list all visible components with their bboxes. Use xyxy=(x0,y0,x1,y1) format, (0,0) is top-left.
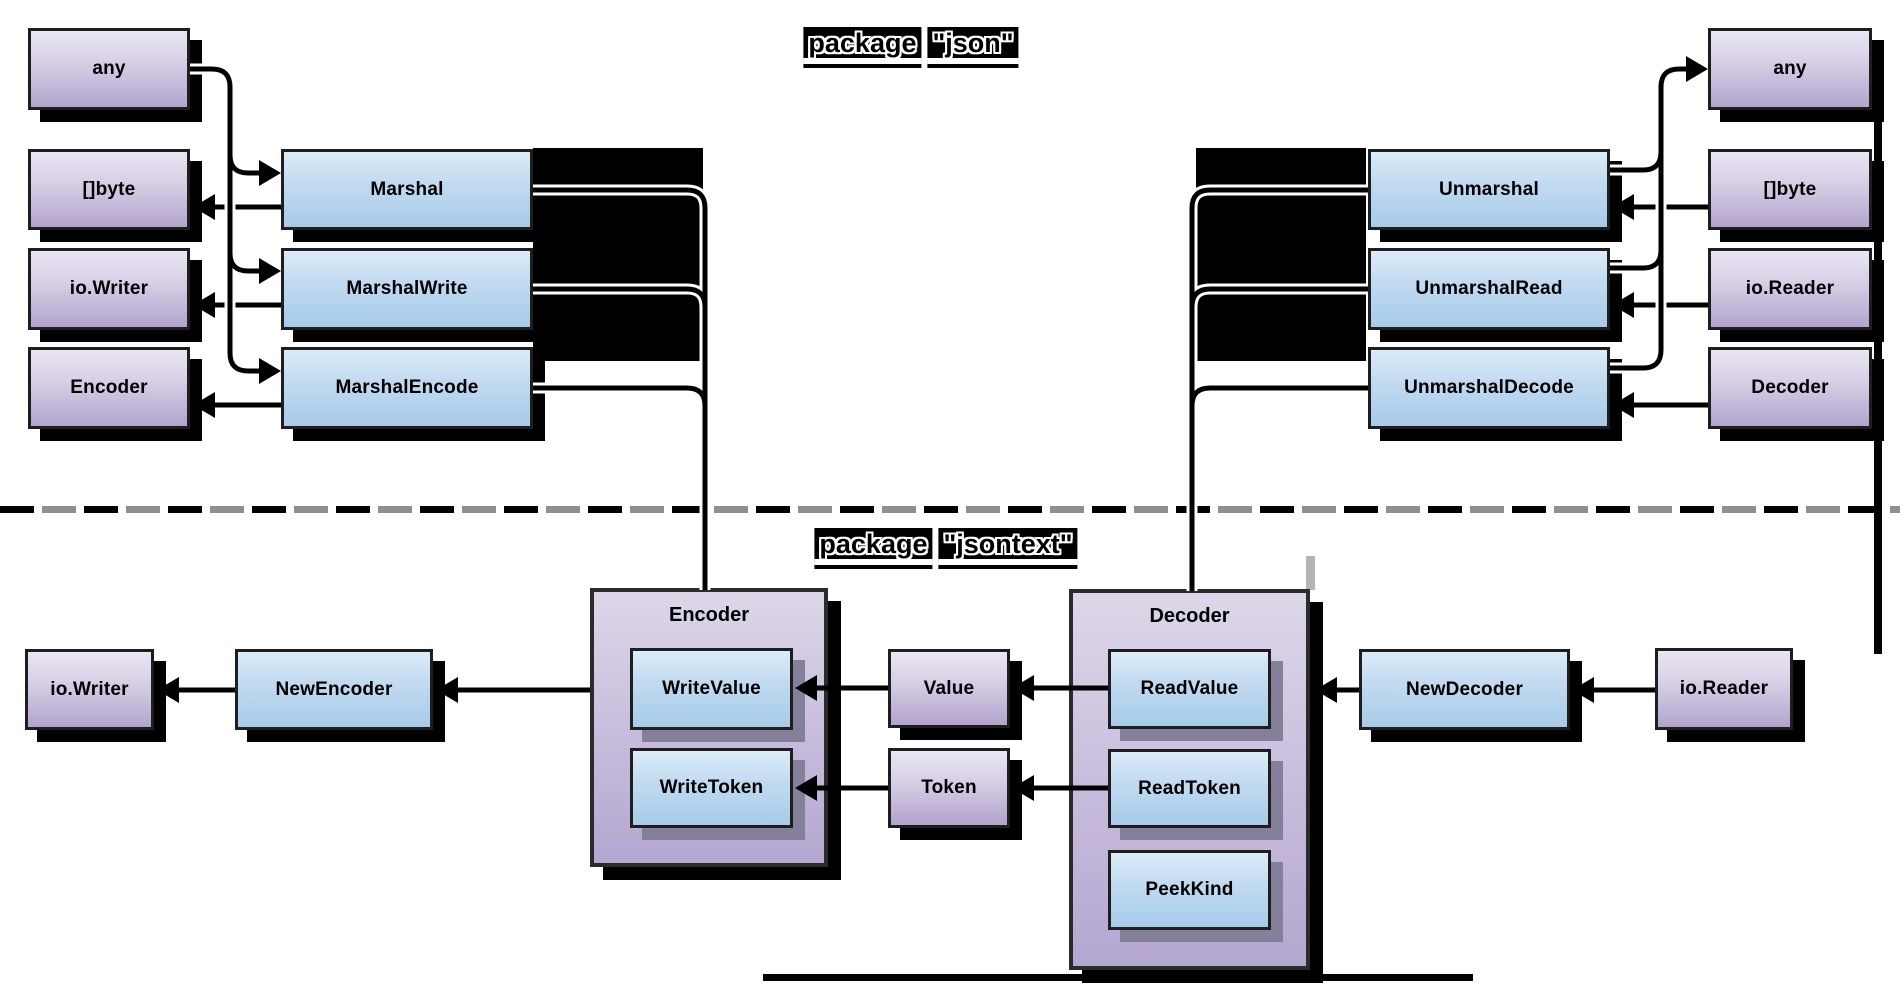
node-write-token: WriteToken xyxy=(630,748,793,828)
package-jsontext-title-word[interactable]: package xyxy=(814,528,933,569)
node-encoder-type-left: Encoder xyxy=(28,347,190,429)
node-bytes-right: []byte xyxy=(1708,149,1872,230)
node-token-type: Token xyxy=(888,748,1010,828)
right-edge-connector-line xyxy=(1874,40,1882,654)
marshal-black-block xyxy=(533,148,703,361)
package-json-title[interactable]: package"json" xyxy=(800,27,1021,68)
node-unmarshal-read: UnmarshalRead xyxy=(1368,248,1610,330)
decoder-container-title: Decoder xyxy=(1149,605,1230,627)
node-io-reader-bottom: io.Reader xyxy=(1655,648,1793,730)
node-any-left: any xyxy=(28,28,190,110)
encoder-container-title: Encoder xyxy=(668,604,750,626)
node-unmarshal: Unmarshal xyxy=(1368,149,1610,230)
node-io-writer-bottom: io.Writer xyxy=(25,649,154,730)
node-decoder-type-right: Decoder xyxy=(1708,347,1872,429)
node-marshal-encode: MarshalEncode xyxy=(281,347,533,429)
node-bytes-left: []byte xyxy=(28,149,190,230)
package-divider-dashed-line xyxy=(0,506,1900,513)
node-read-value: ReadValue xyxy=(1108,649,1271,729)
node-new-encoder: NewEncoder xyxy=(235,649,433,730)
node-io-reader-right: io.Reader xyxy=(1708,248,1872,330)
package-jsontext-title[interactable]: package"jsontext" xyxy=(811,528,1080,569)
node-unmarshal-decode: UnmarshalDecode xyxy=(1368,347,1610,429)
node-marshal-write: MarshalWrite xyxy=(281,248,533,330)
gray-artifact-bar xyxy=(1306,556,1315,590)
node-marshal: Marshal xyxy=(281,149,533,230)
node-peek-kind: PeekKind xyxy=(1108,850,1271,930)
package-json-title-name[interactable]: "json" xyxy=(927,27,1019,68)
node-any-right: any xyxy=(1708,28,1872,110)
node-new-decoder: NewDecoder xyxy=(1359,649,1570,730)
package-jsontext-title-name[interactable]: "jsontext" xyxy=(938,528,1078,569)
unmarshal-black-block xyxy=(1196,148,1366,361)
package-json-title-word[interactable]: package xyxy=(803,27,922,68)
node-write-value: WriteValue xyxy=(630,648,793,730)
bottom-border-line xyxy=(763,974,1473,981)
node-read-token: ReadToken xyxy=(1108,749,1271,828)
node-io-writer-left: io.Writer xyxy=(28,248,190,330)
node-value-type: Value xyxy=(888,649,1010,728)
